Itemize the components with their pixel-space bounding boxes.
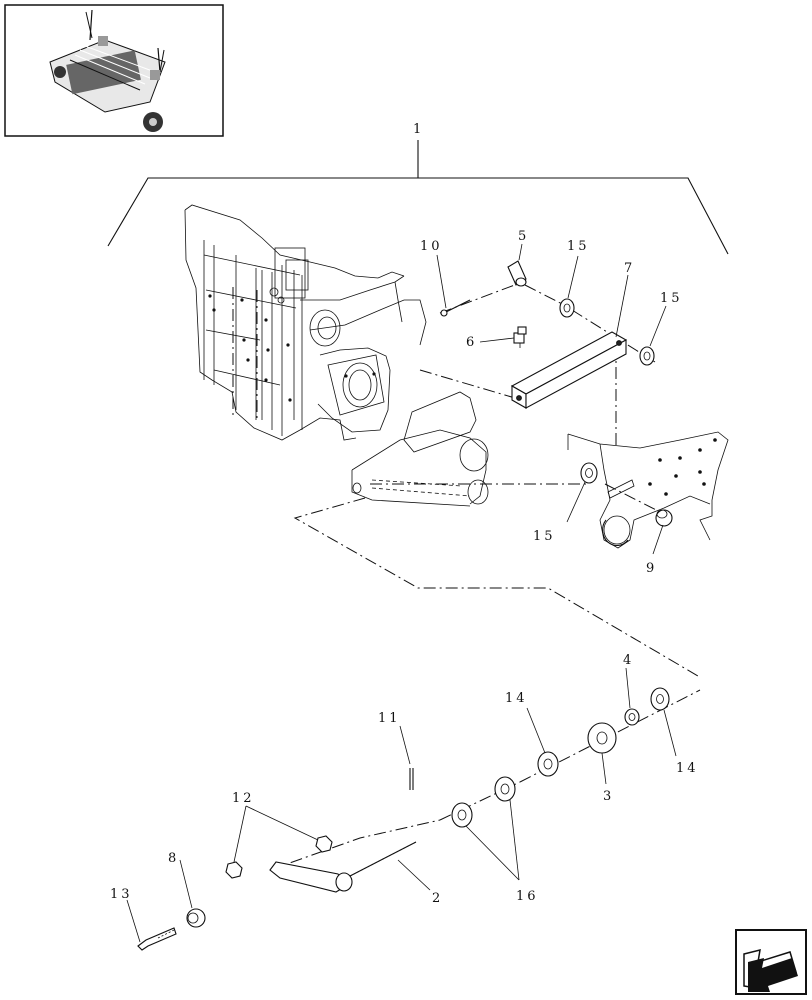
nut-part-12: [225, 835, 333, 879]
callout-13: 13: [110, 887, 133, 902]
callout-4: 4: [623, 653, 634, 668]
callout-9: 9: [646, 561, 657, 576]
tube-part-7: [510, 331, 628, 409]
callout-15-top: 15: [567, 239, 590, 254]
centre-lines: [232, 282, 701, 871]
callout-7: 7: [624, 261, 635, 276]
callout-15-bottom: 15: [533, 529, 556, 544]
callout-5: 5: [518, 229, 529, 244]
callout-labels: 1 10 5 15 7 15 6 15 9 4 14 14 3 11 12 8 …: [110, 122, 699, 906]
callout-6: 6: [466, 335, 477, 350]
callout-10: 10: [420, 239, 443, 254]
callout-15-right: 15: [660, 291, 683, 306]
leader-lines: [126, 243, 677, 943]
side-plate: [567, 431, 729, 549]
callout-11: 11: [378, 711, 401, 726]
washer-part-14-left: [537, 751, 559, 777]
bushing-part-9: [655, 509, 673, 527]
fitting-part-6: [513, 326, 527, 348]
callout-8: 8: [168, 851, 179, 866]
washer-part-16: [451, 776, 516, 828]
callout-14-right: 14: [676, 761, 699, 776]
frame-structure: [184, 204, 427, 441]
assembly-bracket: [107, 140, 729, 255]
machine-thumbnail-icon[interactable]: [4, 4, 224, 137]
spacer-part-4: [624, 708, 640, 726]
eye-bolt-part-2: [269, 841, 417, 893]
callout-14-left: 14: [505, 691, 528, 706]
pin-part-10: [440, 299, 471, 317]
roller-part-3: [587, 722, 617, 754]
callout-1: 1: [413, 122, 424, 137]
washer-part-14-right: [650, 687, 670, 711]
callout-12: 12: [232, 791, 255, 806]
bushing-part-5: [507, 260, 527, 287]
pivot-arm: [351, 391, 489, 507]
callout-2: 2: [432, 891, 443, 906]
washer-part-15: [559, 298, 655, 484]
callout-16: 16: [516, 889, 539, 904]
bushing-part-8: [186, 908, 206, 928]
callout-3: 3: [603, 789, 614, 804]
bolt-part-13: [137, 927, 177, 951]
next-page-arrow-icon[interactable]: [735, 929, 807, 995]
cotter-pin-part-11: [409, 768, 414, 790]
